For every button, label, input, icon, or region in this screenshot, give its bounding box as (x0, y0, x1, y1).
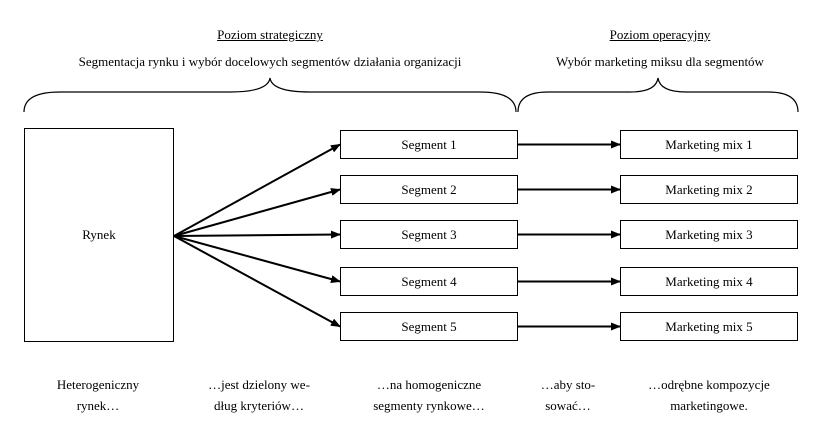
caption-line-1: …jest dzielony we- (208, 377, 310, 392)
market-segment-arrow (173, 230, 341, 239)
market-to-segment-arrows (173, 143, 341, 328)
marketing-mix-box: Marketing mix 2 (620, 175, 798, 204)
caption: …odrębne kompozycje marketingowe. (629, 374, 789, 416)
market-box: Rynek (24, 128, 174, 342)
caption-line-1: …na homogeniczne (376, 377, 482, 392)
segment-label: Segment 2 (401, 181, 457, 197)
strategic-brace (23, 77, 517, 113)
segment-label: Segment 3 (401, 226, 457, 242)
market-segment-arrow (173, 235, 341, 283)
marketing-mix-label: Marketing mix 5 (665, 318, 753, 334)
strategic-heading: Poziom strategiczny (217, 27, 323, 42)
caption-line-2: sować… (545, 398, 591, 413)
caption: …jest dzielony we-dług kryteriów… (179, 374, 339, 416)
marketing-mix-box: Marketing mix 1 (620, 130, 798, 159)
marketing-mix-box: Marketing mix 5 (620, 312, 798, 341)
marketing-mix-label: Marketing mix 4 (665, 273, 753, 289)
caption-line-1: …aby sto- (540, 377, 596, 392)
caption-line-2: rynek… (76, 398, 120, 413)
market-segment-arrow (173, 188, 341, 237)
caption-line-2: segmenty rynkowe… (373, 398, 485, 413)
segment-box: Segment 3 (340, 220, 518, 249)
operational-description: Wybór marketing miksu dla segmentów (556, 54, 764, 69)
operational-heading: Poziom operacyjny (609, 27, 711, 42)
caption: Heterogeniczny rynek… (18, 374, 178, 416)
caption-line-1: …odrębne kompozycje (648, 377, 770, 392)
segment-box: Segment 2 (340, 175, 518, 204)
caption: …na homogeniczne segmenty rynkowe… (349, 374, 509, 416)
strategic-description: Segmentacja rynku i wybór docelowych seg… (78, 54, 462, 69)
segment-box: Segment 4 (340, 267, 518, 296)
marketing-mix-label: Marketing mix 3 (665, 226, 753, 242)
caption: …aby sto-sować… (488, 374, 648, 416)
market-label: Rynek (82, 227, 116, 242)
caption-line-2: marketingowe. (670, 398, 748, 413)
caption-line-2: dług kryteriów… (214, 398, 304, 413)
market-segment-arrow (173, 235, 341, 328)
market-segment-arrow (173, 143, 341, 237)
segment-to-mix-arrows (518, 140, 621, 331)
marketing-mix-box: Marketing mix 3 (620, 220, 798, 249)
segment-label: Segment 5 (401, 318, 457, 334)
caption-line-1: Heterogeniczny (56, 377, 140, 392)
segment-box: Segment 5 (340, 312, 518, 341)
operational-brace (517, 77, 799, 113)
segment-box: Segment 1 (340, 130, 518, 159)
segment-label: Segment 1 (401, 136, 457, 152)
marketing-mix-box: Marketing mix 4 (620, 267, 798, 296)
marketing-mix-label: Marketing mix 1 (665, 136, 753, 152)
marketing-mix-label: Marketing mix 2 (665, 181, 753, 197)
segment-label: Segment 4 (401, 273, 457, 289)
